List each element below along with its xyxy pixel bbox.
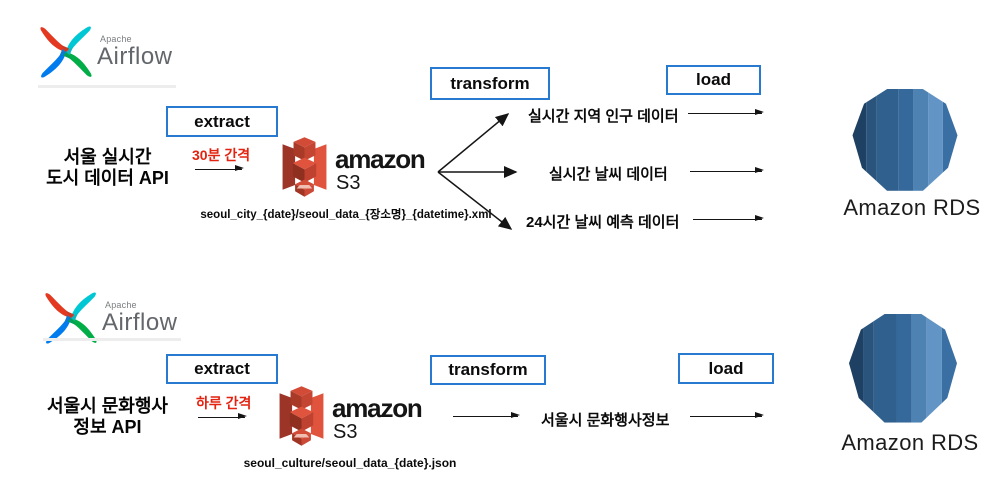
output-arrow: [688, 109, 764, 116]
extract-arrow: [198, 413, 247, 420]
s3-name-label: S3: [333, 421, 358, 443]
extract-label: extract: [194, 359, 250, 378]
output-arrow: [693, 215, 764, 222]
load-box: load: [678, 353, 774, 384]
logo-underline: [38, 85, 176, 88]
transform-box: transform: [430, 355, 546, 385]
extract-arrow: [195, 165, 244, 172]
airflow-pinwheel-icon: [40, 26, 92, 78]
extract-label: extract: [194, 111, 250, 131]
rds-logo: [852, 89, 958, 194]
source-api-line1: 서울 실시간: [63, 147, 152, 167]
load-box: load: [666, 65, 761, 95]
s3-bucket-icon: [279, 386, 324, 446]
output-item: 실시간 지역 인구 데이터: [528, 108, 679, 125]
extract-box: extract: [166, 106, 278, 137]
load-label: load: [696, 70, 731, 89]
source-api-label: 서울 실시간 도시 데이터 API: [25, 147, 190, 189]
transform-label: transform: [448, 360, 528, 379]
output-arrow: [690, 167, 764, 174]
output-item: 서울시 문화행사정보: [541, 412, 670, 429]
load-label: load: [708, 358, 744, 378]
s3-path-label: seoul_city_{date}/seoul_data_{장소명}_{date…: [200, 209, 492, 221]
rds-database-icon: [849, 314, 957, 426]
output-item: 24시간 날씨 예측 데이터: [526, 214, 680, 231]
source-api-line2: 도시 데이터 API: [46, 168, 169, 188]
s3-brand-label: amazon: [335, 144, 426, 174]
s3-bucket-icon: [282, 137, 327, 197]
source-api-line1: 서울시 문화행사: [47, 396, 168, 416]
transform-box: transform: [430, 67, 550, 100]
airflow-vendor-label: Apache: [100, 34, 132, 44]
transform-label: transform: [450, 73, 530, 93]
s3-logo: [278, 386, 325, 446]
airflow-logo: [36, 20, 96, 84]
logo-underline: [43, 338, 181, 341]
interval-label: 30분 간격: [192, 147, 251, 163]
interval-label: 하루 간격: [196, 395, 252, 411]
rds-logo: [849, 314, 957, 426]
output-arrow: [690, 412, 764, 419]
rds-label: Amazon RDS: [841, 430, 979, 455]
airflow-product-label: Airflow: [97, 43, 173, 70]
airflow-product-label: Airflow: [102, 309, 178, 336]
rds-label: Amazon RDS: [843, 195, 981, 220]
s3-name-label: S3: [336, 172, 361, 194]
output-item: 실시간 날씨 데이터: [549, 166, 668, 183]
s3-logo: [281, 137, 328, 197]
s3-to-output-arrow: [453, 412, 520, 419]
extract-box: extract: [166, 354, 278, 384]
source-api-label: 서울시 문화행사 정보 API: [25, 396, 190, 438]
s3-path-label: seoul_culture/seoul_data_{date}.json: [243, 456, 457, 470]
airflow-vendor-label: Apache: [105, 300, 137, 310]
fanout-arrows: [437, 113, 518, 230]
s3-brand-label: amazon: [332, 393, 423, 423]
source-api-line2: 정보 API: [73, 417, 142, 437]
rds-database-icon: [852, 89, 958, 194]
